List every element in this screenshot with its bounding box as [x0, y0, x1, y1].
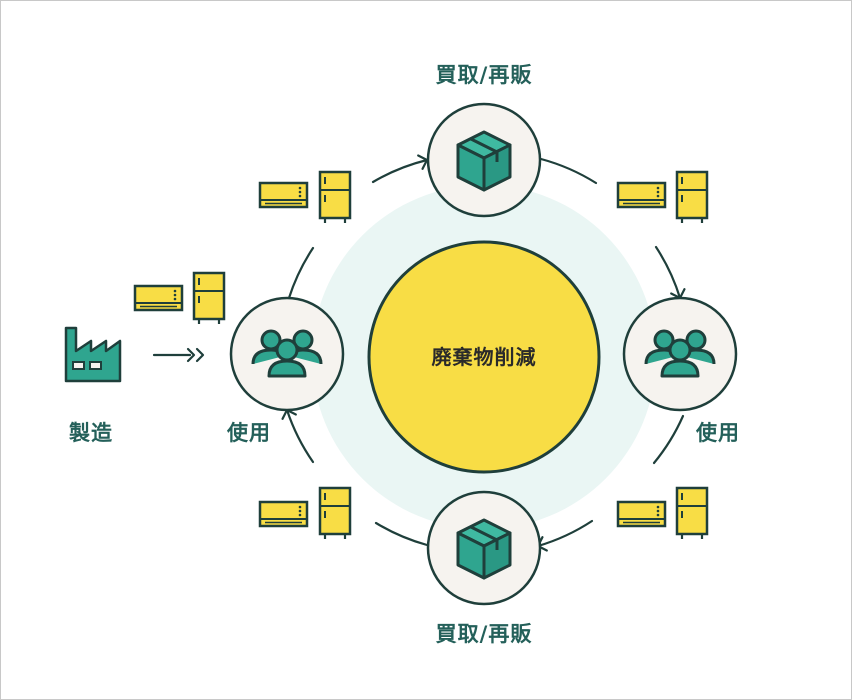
node-left	[229, 296, 345, 412]
air-conditioner-icon	[616, 500, 667, 528]
air-conditioner-icon	[258, 500, 309, 528]
appliances-bottom-left	[258, 486, 352, 541]
right-node-label: 使用	[695, 421, 740, 445]
factory-label: 製造	[68, 421, 113, 445]
factory-arrow	[152, 347, 205, 363]
center-circle	[367, 240, 601, 474]
refrigerator-icon	[318, 486, 352, 541]
box-icon	[456, 130, 512, 192]
left-node-label: 使用	[226, 421, 271, 445]
refrigerator-icon	[318, 170, 352, 225]
appliances-top-left	[258, 170, 352, 225]
appliances-bottom-right	[616, 486, 709, 541]
refrigerator-icon	[675, 170, 709, 225]
air-conditioner-icon	[616, 181, 667, 209]
factory-icon	[64, 326, 122, 383]
appliances-left	[133, 271, 226, 326]
node-top	[426, 102, 542, 218]
refrigerator-icon	[192, 271, 226, 326]
top-node-label: 買取/再販	[436, 63, 533, 87]
air-conditioner-icon	[258, 181, 309, 209]
node-right	[622, 296, 738, 412]
box-icon	[456, 518, 512, 580]
node-bottom	[426, 490, 542, 606]
cycle-arrows	[285, 157, 685, 548]
air-conditioner-icon	[133, 284, 184, 312]
center-label: 廃棄物削減	[432, 345, 537, 369]
appliances-top-right	[616, 170, 709, 225]
refrigerator-icon	[675, 486, 709, 541]
bottom-node-label: 買取/再販	[436, 622, 533, 646]
